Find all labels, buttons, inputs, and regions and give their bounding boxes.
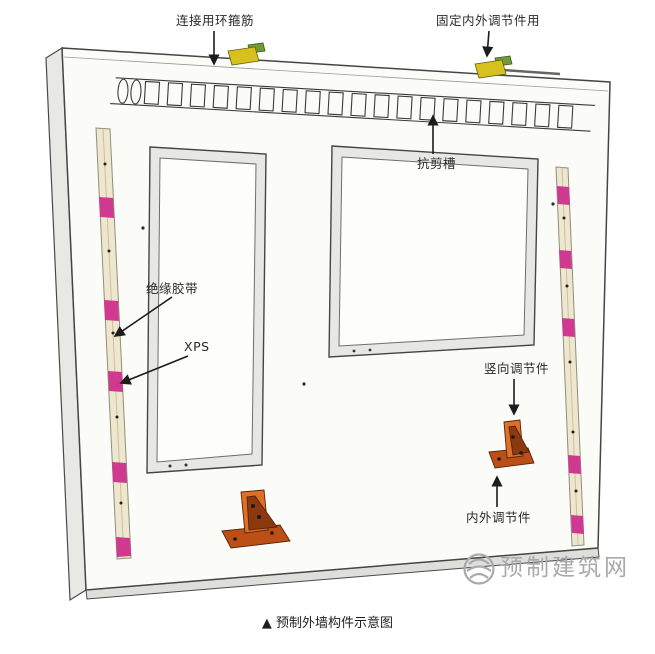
tape-patch	[571, 515, 584, 534]
fixing-plate-left	[227, 42, 266, 66]
ring-stirrup-loop	[130, 79, 142, 105]
arrow-fix-adjuster	[482, 30, 494, 58]
label-shear-key: 抗剪槽	[417, 156, 457, 171]
label-vertical-adjuster: 竖向调节件	[484, 361, 550, 376]
tape-patch	[99, 197, 114, 218]
label-fix-adjuster: 固定内外调节件用	[436, 13, 541, 28]
shear-key-band	[110, 77, 595, 132]
tape-patch	[108, 371, 123, 392]
tape-patch	[568, 455, 581, 474]
plate-yellow-part	[474, 59, 507, 79]
label-ring-stirrup: 连接用环箍筋	[176, 13, 255, 28]
arrow-xps	[119, 355, 189, 385]
xps-strip-right	[555, 166, 585, 547]
xps-strip-left	[95, 127, 132, 560]
fixing-plate-right	[474, 55, 561, 79]
figure-caption: ▲ 预制外墙构件示意图	[261, 616, 394, 631]
window-right	[328, 145, 539, 358]
adjuster-bracket-right	[488, 419, 535, 469]
tape-patch	[112, 462, 127, 483]
watermark-text: 预制建筑网	[500, 555, 630, 581]
window-left	[146, 146, 267, 474]
bracket-rib	[508, 425, 530, 456]
plate-yellow-part	[227, 46, 260, 66]
bracket-rib	[246, 495, 278, 531]
ring-stirrup-loop	[117, 78, 129, 104]
wall-top-chamfer	[63, 56, 609, 92]
tape-patch	[562, 318, 575, 337]
tape-patch	[559, 250, 572, 269]
watermark-logo	[463, 553, 495, 585]
tape-patch	[557, 186, 570, 205]
tape-patch	[116, 537, 131, 557]
wall-dots	[141, 202, 555, 386]
label-in-out-adjuster: 内外调节件	[466, 510, 532, 525]
leader-arrows	[113, 30, 520, 507]
adjuster-bracket-bottom	[221, 489, 291, 549]
arrow-insulation-tape	[113, 296, 173, 337]
label-xps: XPS	[184, 339, 210, 354]
label-insulation-tape: 绝缘胶带	[146, 281, 199, 296]
tape-patch	[104, 300, 119, 321]
